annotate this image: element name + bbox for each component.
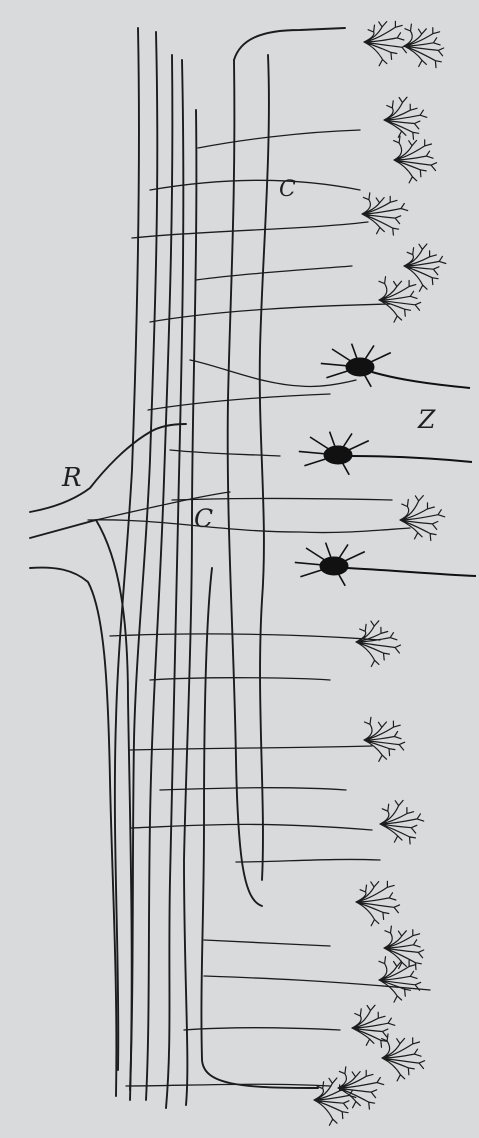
tract-fiber-5 — [184, 110, 196, 1105]
terminal-arbor-7 — [379, 277, 421, 322]
terminal-arbor-15 — [382, 1034, 425, 1081]
neuron-cell-bodies — [295, 344, 476, 586]
terminal-arbor-11 — [380, 800, 424, 844]
tract-fiber-3 — [146, 55, 172, 1100]
terminal-arbor-1 — [364, 21, 408, 65]
tract-fiber-1 — [115, 28, 139, 1070]
terminal-arbor-18 — [379, 957, 421, 1002]
cell-dendrites-2 — [299, 432, 369, 475]
collateral-10 — [110, 634, 380, 640]
tract-fiber-12 — [30, 568, 116, 1096]
tract-fiber-2 — [130, 32, 157, 1090]
terminal-arbor-2 — [404, 24, 444, 68]
collateral-branches — [88, 130, 430, 1086]
terminal-arbor-12 — [356, 881, 400, 925]
terminal-arbor-5 — [362, 193, 408, 235]
label-c-lower: C — [194, 504, 213, 533]
terminal-arbor-10 — [364, 717, 405, 761]
collateral-21 — [196, 266, 352, 280]
label-z: Z — [418, 405, 435, 434]
collateral-5 — [148, 394, 330, 410]
terminal-arbor-4 — [394, 136, 437, 183]
tract-fiber-7 — [228, 60, 262, 906]
collateral-1 — [150, 180, 360, 190]
collateral-12 — [130, 746, 372, 750]
terminal-arbor-14 — [352, 1005, 395, 1047]
collateral-18 — [184, 1028, 340, 1030]
collateral-14 — [130, 824, 372, 830]
collateral-11 — [150, 678, 330, 680]
collateral-7 — [172, 499, 392, 501]
terminal-arbor-6 — [404, 244, 446, 291]
cell-dendrites-3 — [295, 543, 365, 586]
collateral-13 — [160, 788, 346, 790]
cell-axon-3 — [346, 568, 476, 576]
label-c-upper: C — [279, 177, 296, 202]
tract-fiber-8 — [260, 55, 269, 880]
collateral-3 — [150, 304, 390, 322]
collateral-8 — [88, 520, 410, 533]
terminal-arbor-8 — [400, 496, 445, 541]
collateral-20 — [198, 130, 360, 148]
collateral-15 — [236, 859, 380, 862]
label-r: R — [62, 463, 82, 493]
cell-axon-1 — [372, 372, 470, 388]
cell-axon-2 — [350, 456, 472, 462]
collateral-2 — [132, 222, 368, 238]
tract-fiber-4 — [166, 60, 183, 1108]
terminal-arbor-3 — [384, 97, 427, 139]
terminal-arbor-9 — [356, 621, 401, 667]
collateral-19 — [126, 1084, 330, 1086]
axon-tract-lines — [30, 28, 345, 1108]
terminal-arbor-13 — [384, 926, 424, 970]
tract-fiber-6 — [234, 28, 345, 60]
collateral-6 — [170, 450, 280, 456]
collateral-16 — [204, 940, 330, 946]
